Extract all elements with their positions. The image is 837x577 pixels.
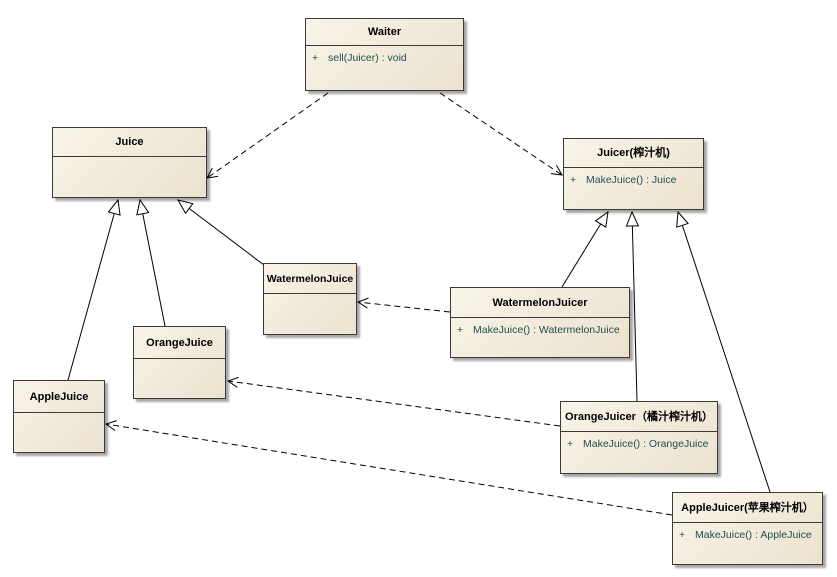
class-orangejuice[interactable]: OrangeJuice <box>133 326 226 399</box>
visibility-public: + <box>567 438 574 450</box>
generalization-applejuice-juice <box>67 200 118 381</box>
operation-signature: MakeJuice() : AppleJuice <box>695 529 812 541</box>
class-name: AppleJuice <box>14 381 104 413</box>
class-applejuicer[interactable]: AppleJuicer(苹果榨汁机） + MakeJuice() : AppleJ… <box>672 492 823 565</box>
operation-makejuice: + MakeJuice() : OrangeJuice <box>561 432 717 450</box>
class-name: AppleJuicer(苹果榨汁机） <box>673 493 822 523</box>
class-watermelonjuicer[interactable]: WatermelonJuicer + MakeJuice() : Watermel… <box>450 287 630 358</box>
generalization-orangejuice-juice <box>140 200 166 327</box>
class-name: Juicer(榨汁机) <box>564 139 703 168</box>
generalization-orangejuicer-juicer <box>632 212 637 402</box>
visibility-public: + <box>679 529 686 541</box>
operation-signature: MakeJuice() : OrangeJuice <box>583 438 709 450</box>
class-orangejuicer[interactable]: OrangeJuicer（橘汁榨汁机） + MakeJuice() : Orang… <box>560 401 718 474</box>
generalization-applejuicer-juicer <box>678 212 771 493</box>
visibility-public: + <box>312 52 319 64</box>
generalization-watermelonjuicer-juicer <box>561 212 608 288</box>
operation-makejuice: + MakeJuice() : AppleJuice <box>673 523 822 541</box>
class-name: WatermelonJuice <box>264 264 356 294</box>
operation-makejuice: + MakeJuice() : Juice <box>564 168 703 186</box>
dependency-applejuicer-applejuice <box>106 424 673 516</box>
operation-signature: MakeJuice() : Juice <box>586 174 677 186</box>
class-name: WatermelonJuicer <box>451 288 629 318</box>
class-name: Waiter <box>306 19 463 46</box>
class-name: OrangeJuicer（橘汁榨汁机） <box>561 402 717 432</box>
dependency-orangejuicer-orangejuice <box>228 381 561 427</box>
visibility-public: + <box>457 324 464 336</box>
operation-signature: MakeJuice() : WatermelonJuice <box>473 324 620 336</box>
dependency-waiter-juice <box>207 92 329 178</box>
class-juice[interactable]: Juice <box>52 127 207 198</box>
class-name: OrangeJuice <box>134 327 225 359</box>
operation-makejuice: + MakeJuice() : WatermelonJuice <box>451 318 629 336</box>
class-watermelonjuice[interactable]: WatermelonJuice <box>263 263 357 335</box>
generalization-watermelonjuice-juice <box>178 200 265 266</box>
class-applejuice[interactable]: AppleJuice <box>13 380 105 453</box>
operation-sell: + sell(Juicer) : void <box>306 46 463 64</box>
dependency-watermelonjuicer-watermelonjuice <box>358 302 451 313</box>
operation-signature: sell(Juicer) : void <box>328 52 407 64</box>
visibility-public: + <box>570 174 577 186</box>
class-name: Juice <box>53 128 206 157</box>
dependency-waiter-juicer <box>439 92 562 175</box>
class-juicer[interactable]: Juicer(榨汁机) + MakeJuice() : Juice <box>563 138 704 210</box>
class-waiter[interactable]: Waiter + sell(Juicer) : void <box>305 18 464 91</box>
